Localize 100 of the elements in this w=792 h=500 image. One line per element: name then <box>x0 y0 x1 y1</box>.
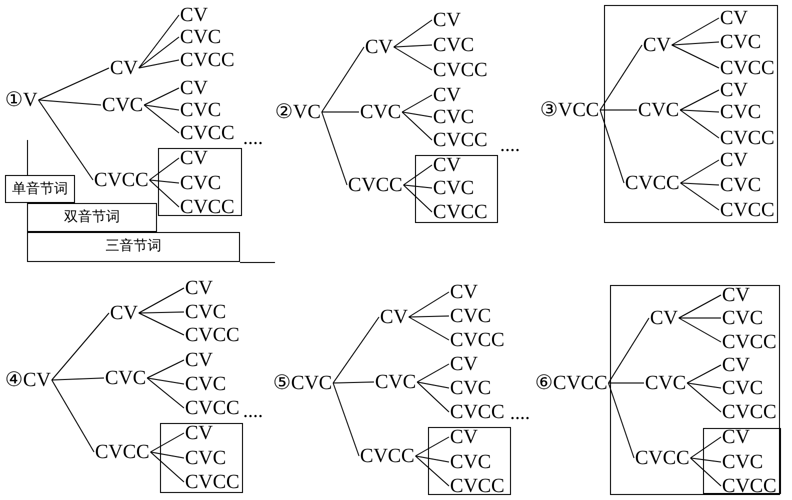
word-bar: 单音节词 <box>5 175 75 203</box>
branch-line <box>144 104 180 134</box>
syllable-pattern: CVCC <box>433 201 488 223</box>
syllable-pattern: CVC <box>180 99 222 121</box>
syllable-pattern: CVC <box>105 367 146 389</box>
group-box <box>415 155 498 223</box>
branch-line <box>332 382 374 384</box>
syllable-pattern: CV <box>722 354 750 376</box>
branch-line <box>408 292 450 318</box>
syllable-pattern: CVCC <box>720 127 774 149</box>
branch-line <box>680 182 720 210</box>
syllable-pattern: CVCC <box>360 445 414 467</box>
syllable-pattern: CVCC <box>433 59 488 81</box>
syllable-pattern: CV <box>720 149 748 171</box>
syllable-pattern: CV <box>450 353 478 375</box>
syllable-pattern: CVCC <box>722 401 776 423</box>
branch-line <box>680 160 720 184</box>
branch-line <box>608 318 650 384</box>
branch-line <box>138 288 184 314</box>
syllable-pattern: CVC <box>102 94 144 116</box>
continuation-dots: .... <box>500 134 520 156</box>
branch-line <box>408 316 450 318</box>
branch-line <box>38 68 110 100</box>
branch-line <box>690 436 722 458</box>
branch-line <box>680 182 720 186</box>
branch-line <box>671 18 720 46</box>
branch-line <box>38 100 102 106</box>
continuation-dots: .... <box>243 127 263 149</box>
syllable-pattern: CV <box>180 147 208 169</box>
syllable-pattern: CVCC <box>722 475 776 497</box>
syllable-pattern: CVCC <box>180 122 234 144</box>
syllable-pattern: CVC <box>180 26 222 48</box>
syllable-pattern: CVC <box>638 99 680 121</box>
syllable-pattern: CV <box>720 7 748 29</box>
syllable-pattern: CV <box>722 426 750 448</box>
syllable-pattern: CVC <box>722 307 764 329</box>
syllable-pattern: CVC <box>720 31 762 53</box>
branch-line <box>150 452 184 458</box>
syllable-pattern: ⑤CVC <box>273 372 332 394</box>
syllable-pattern: ①V <box>5 89 38 111</box>
syllable-pattern: CVCC <box>94 169 148 191</box>
syllable-pattern: CVC <box>722 377 764 399</box>
syllable-pattern: CV <box>365 36 393 58</box>
syllable-pattern: CVC <box>180 172 222 194</box>
syllable-pattern: CV <box>185 349 213 371</box>
branch-line <box>686 382 722 388</box>
syllable-pattern: CV <box>720 79 748 101</box>
syllable-pattern: CV <box>180 77 208 99</box>
syllable-pattern: CVC <box>185 301 226 323</box>
branch-line <box>146 378 184 408</box>
branch-line <box>148 180 180 184</box>
syllable-pattern: CVCC <box>185 471 240 493</box>
branch-line <box>686 364 722 384</box>
branch-line <box>671 44 720 68</box>
branch-line <box>686 382 722 412</box>
branch-line <box>680 110 720 112</box>
branch-line <box>321 112 348 186</box>
syllable-pattern: CVC <box>645 372 686 394</box>
branch-line <box>138 14 180 68</box>
branch-line <box>402 94 432 112</box>
branch-line <box>150 452 184 482</box>
syllable-pattern: ③VCC <box>540 99 600 121</box>
branch-line <box>332 316 380 384</box>
syllable-pattern: CVC <box>185 447 226 469</box>
syllable-pattern: CV <box>450 426 478 448</box>
branch-line <box>150 432 184 452</box>
branch-line <box>608 382 644 384</box>
branch-line <box>393 20 432 48</box>
branch-line <box>402 184 432 212</box>
syllable-pattern: CVC <box>450 305 492 327</box>
branch-line <box>138 60 180 68</box>
branch-line <box>678 318 722 342</box>
syllable-pattern: CVCC <box>720 199 774 221</box>
branch-line <box>402 164 432 186</box>
continuation-dots: .... <box>243 400 263 422</box>
syllable-pattern: CVC <box>720 101 762 123</box>
syllable-pattern: CV <box>450 281 478 303</box>
branch-line <box>414 436 450 456</box>
branch-line <box>671 42 720 46</box>
syllable-pattern: CV <box>180 4 208 26</box>
branch-line <box>321 46 364 112</box>
branch-line <box>146 378 184 384</box>
syllable-pattern: CV <box>433 84 461 106</box>
group-box <box>604 5 778 223</box>
branch-line <box>38 100 94 180</box>
syllable-pattern: CVC <box>360 101 402 123</box>
syllable-pattern: CVC <box>433 177 474 199</box>
branch-line <box>402 184 432 188</box>
syllable-pattern: CV <box>380 306 408 328</box>
branch-line <box>680 90 720 110</box>
branch-line <box>414 456 450 462</box>
branch-line <box>138 312 184 314</box>
branch-line <box>416 382 450 388</box>
branch-line <box>414 456 450 486</box>
branch-line <box>408 316 450 340</box>
branch-line <box>690 458 722 462</box>
syllable-pattern: CVC <box>450 377 492 399</box>
syllable-pattern: CVC <box>433 106 474 128</box>
syllable-pattern: CVCC <box>95 441 150 463</box>
branch-line <box>678 294 722 318</box>
